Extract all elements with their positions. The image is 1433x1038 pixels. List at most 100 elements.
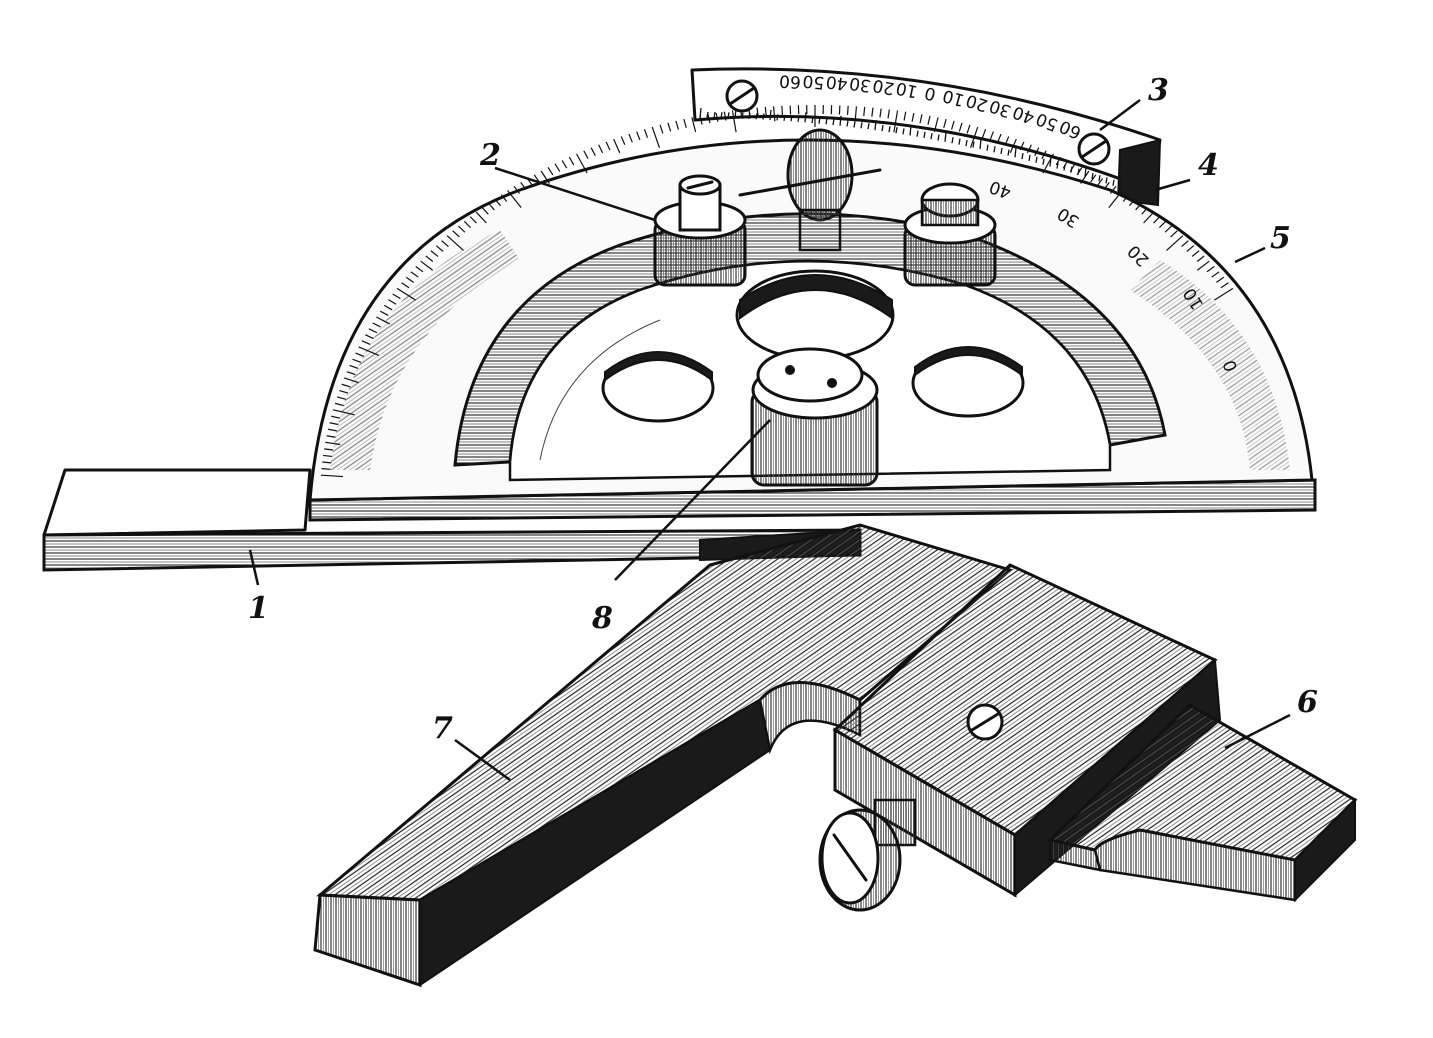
vernier-tick bbox=[965, 139, 968, 147]
vernier-number: 40 bbox=[825, 71, 849, 94]
main-scale-tick bbox=[1096, 178, 1104, 187]
main-scale-tick bbox=[372, 322, 381, 328]
vernier-tick bbox=[720, 112, 723, 119]
vernier-tick bbox=[1035, 156, 1038, 163]
main-scale-tick bbox=[1191, 250, 1200, 257]
main-scale-tick bbox=[1166, 235, 1184, 251]
main-scale-tick bbox=[1153, 216, 1161, 224]
main-scale-tick bbox=[1062, 160, 1069, 169]
main-scale-tick bbox=[772, 106, 776, 122]
vernier-tick bbox=[797, 115, 800, 122]
vernier-number: 30 bbox=[848, 72, 873, 95]
main-scale-tick bbox=[415, 266, 424, 273]
main-scale-tick bbox=[1042, 153, 1054, 174]
vernier-tick bbox=[1021, 153, 1024, 160]
callout-3: 3 bbox=[1148, 73, 1169, 108]
vernier-tick bbox=[972, 141, 975, 148]
vernier-tick bbox=[853, 121, 856, 128]
callouts: 1 2 3 4 5 6 7 8 bbox=[248, 73, 1318, 746]
vernier-tick bbox=[923, 131, 926, 139]
main-scale-tick bbox=[636, 131, 641, 141]
vernier-tick bbox=[1000, 147, 1003, 155]
main-scale-tick bbox=[435, 245, 444, 252]
vernier-tick bbox=[1084, 166, 1087, 177]
main-scale-tick bbox=[1170, 230, 1178, 238]
vernier-tick bbox=[1105, 177, 1108, 184]
main-scale-tick bbox=[1055, 156, 1062, 166]
main-scale-tick bbox=[554, 163, 561, 172]
vernier-tick bbox=[776, 114, 779, 121]
vernier-tick bbox=[818, 117, 821, 124]
main-scale-tick bbox=[325, 441, 341, 446]
main-scale-tick bbox=[1186, 245, 1195, 252]
main-scale-tick bbox=[1164, 225, 1172, 233]
vernier-tick bbox=[769, 109, 772, 121]
main-scale-tick bbox=[1143, 211, 1155, 224]
main-scale-tick bbox=[352, 358, 362, 363]
main-scale-tick bbox=[1122, 194, 1130, 202]
main-scale-tick bbox=[764, 106, 767, 117]
center-nut bbox=[750, 347, 879, 487]
callout-8: 8 bbox=[591, 601, 613, 636]
leader-lines bbox=[248, 99, 1291, 782]
small-blade bbox=[1046, 703, 1358, 903]
main-scale-tick bbox=[507, 190, 522, 209]
main-scale-tick bbox=[425, 255, 434, 262]
main-scale-tick bbox=[487, 202, 495, 211]
vernier-tick bbox=[881, 125, 884, 132]
main-scale-tick bbox=[1135, 202, 1143, 211]
main-scale-tick bbox=[361, 340, 371, 346]
vernier-tick bbox=[1007, 149, 1010, 156]
main-scale-tick bbox=[388, 299, 397, 305]
main-scale-tick bbox=[605, 141, 611, 151]
main-scale-tick bbox=[349, 364, 359, 370]
vernier-tick bbox=[790, 115, 793, 122]
main-scale-tick bbox=[1216, 276, 1225, 283]
main-scale-tick bbox=[1158, 220, 1167, 229]
main-scale-tick bbox=[341, 383, 351, 388]
main-scale-tick bbox=[1080, 170, 1090, 184]
main-scale-tick bbox=[1206, 266, 1215, 273]
main-scale-tick bbox=[620, 136, 626, 146]
vernier-tick bbox=[1091, 172, 1094, 180]
main-scale-tick bbox=[1103, 182, 1110, 190]
main-scale-tick bbox=[1196, 260, 1210, 271]
main-scale-tick bbox=[320, 474, 343, 478]
main-scale-tick bbox=[376, 316, 390, 325]
vernier-tick bbox=[895, 127, 898, 134]
callout-4: 4 bbox=[1198, 148, 1219, 183]
main-scale-tick bbox=[358, 346, 380, 357]
vernier-tick bbox=[846, 120, 849, 127]
main-scale-tick bbox=[520, 182, 527, 190]
main-scale-tick bbox=[989, 131, 994, 141]
square-arm bbox=[313, 523, 1014, 988]
callout-6: 6 bbox=[1297, 685, 1318, 720]
main-scale-tick bbox=[651, 126, 661, 148]
main-scale-tick bbox=[643, 128, 649, 138]
main-scale-tick bbox=[401, 282, 410, 289]
main-scale-tick bbox=[756, 107, 759, 117]
main-scale-tick bbox=[919, 114, 923, 124]
main-scale-tick bbox=[590, 147, 596, 156]
main-scale-tick bbox=[568, 156, 575, 166]
main-scale-tick bbox=[446, 235, 464, 251]
main-scale-tick bbox=[683, 118, 687, 128]
main-scale-tick bbox=[863, 106, 866, 117]
main-scale-tick bbox=[1004, 136, 1010, 146]
vernier-number: 60 bbox=[779, 70, 802, 91]
locking-screw-left bbox=[653, 174, 747, 287]
main-scale-tick bbox=[699, 115, 703, 125]
vernier-tick bbox=[1098, 175, 1101, 182]
main-scale-ticks bbox=[320, 105, 1234, 478]
main-scale-tick bbox=[441, 240, 449, 248]
main-scale-tick bbox=[396, 287, 416, 301]
main-scale-tick bbox=[854, 106, 858, 122]
main-scale-tick bbox=[715, 112, 719, 122]
main-scale-tick bbox=[1214, 287, 1234, 301]
main-scale-tick bbox=[911, 112, 915, 122]
main-scale-tick bbox=[707, 114, 711, 124]
main-scale-tick bbox=[879, 108, 882, 118]
vernier-tick bbox=[958, 138, 961, 145]
